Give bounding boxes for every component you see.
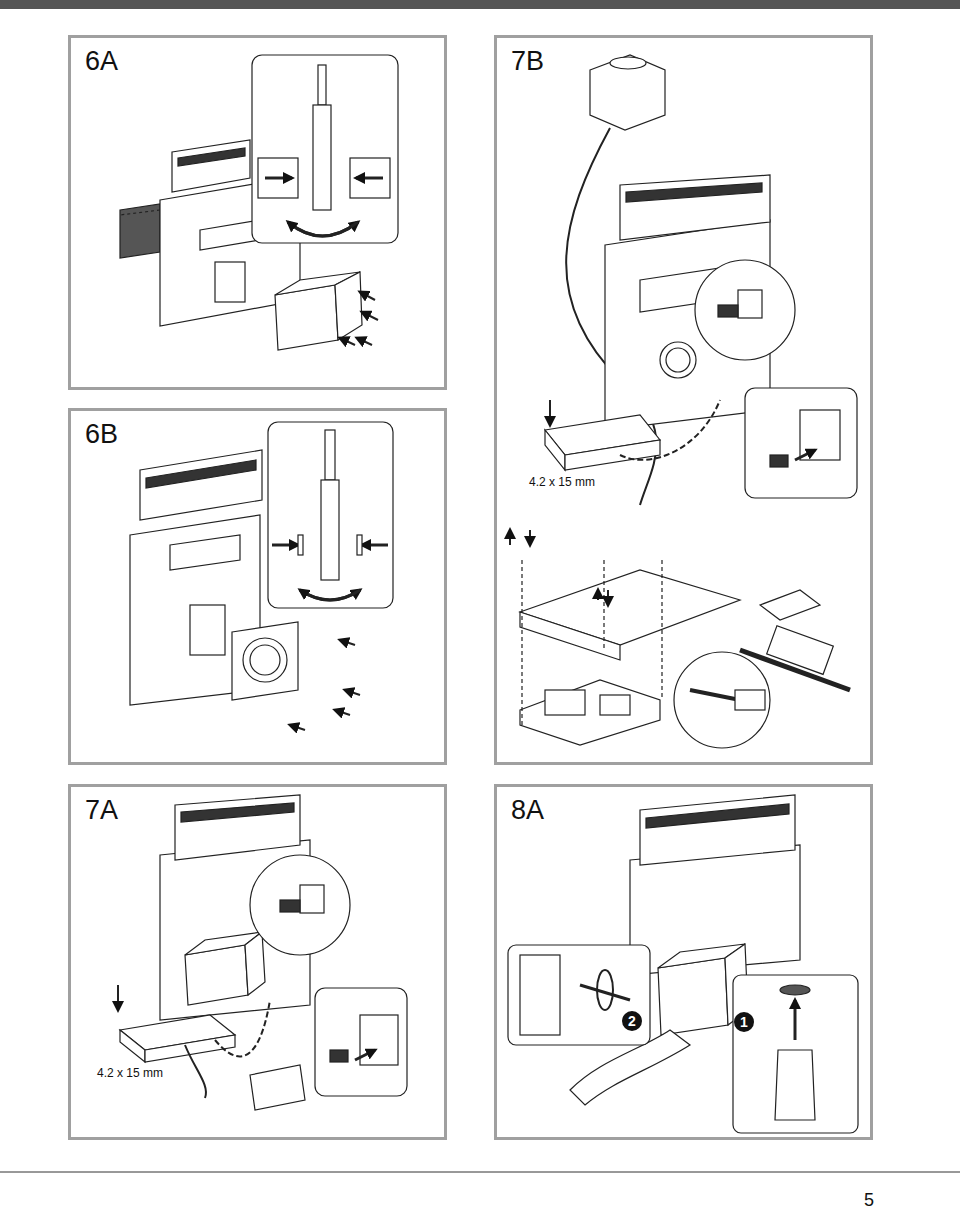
step-number: 7A [85,795,118,826]
step-panel: 6B [68,408,447,765]
step-number: 6B [85,419,118,450]
step-number: 8A [511,795,544,826]
step-number: 6A [85,46,118,77]
page-number: 5 [864,1190,874,1210]
screw-size: 4.2 x 15 mm [527,475,597,489]
screw-size: 4.2 x 15 mm [95,1066,165,1080]
step-panel: 6A [68,35,447,390]
step-panel: 7B [494,35,873,765]
step-number: 7B [511,46,544,77]
callout-number: 2 [622,1011,642,1031]
callout-number: 1 [734,1012,754,1032]
step-panel: 8A [494,784,873,1140]
step-panel: 7A [68,784,447,1140]
